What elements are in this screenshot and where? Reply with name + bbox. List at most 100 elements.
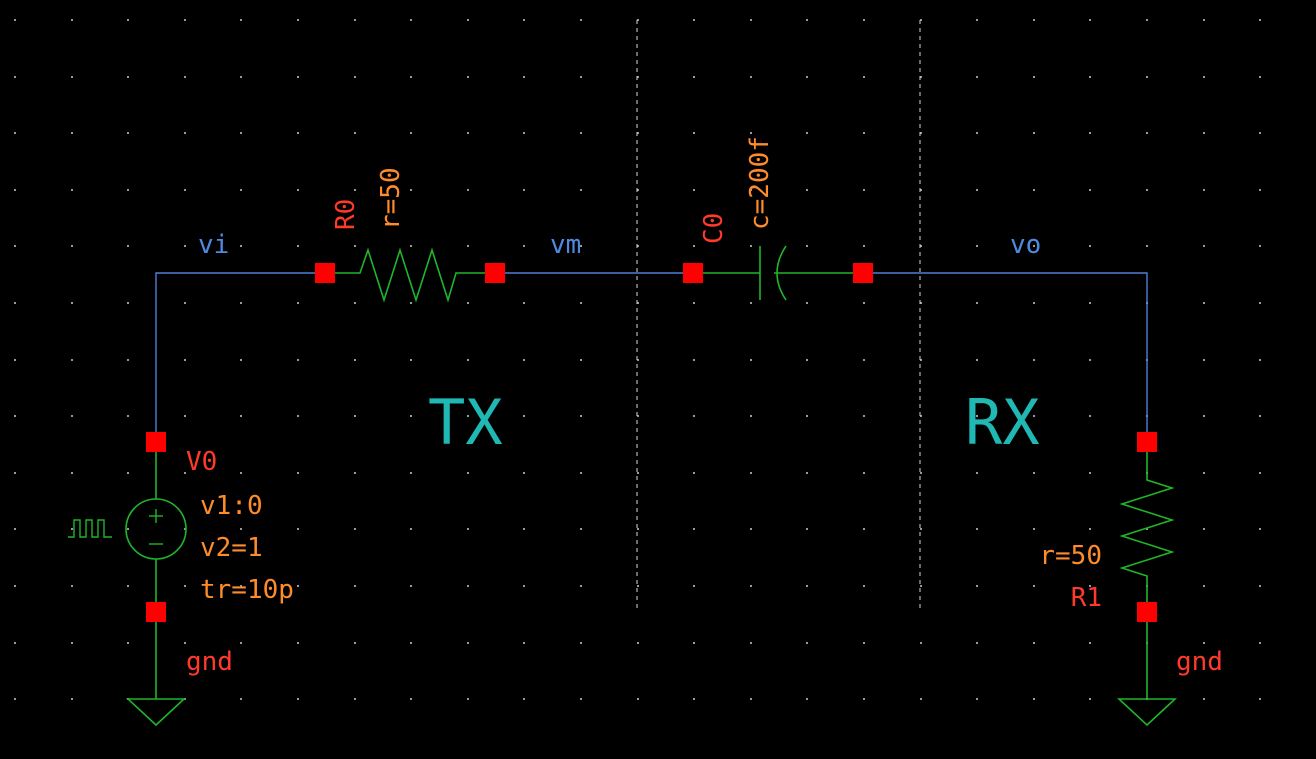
grid-dot	[71, 19, 73, 21]
resistor-r1[interactable]	[1119, 432, 1175, 622]
grid-dot	[920, 302, 922, 304]
grid-dot	[184, 642, 186, 644]
grid-dot	[863, 302, 865, 304]
grid-dot	[354, 359, 356, 361]
grid-dot	[297, 359, 299, 361]
grid-dot	[14, 642, 16, 644]
resistor-r0[interactable]	[315, 247, 505, 303]
pin-r0-minus[interactable]	[485, 263, 505, 283]
pin-v0-plus[interactable]	[146, 432, 166, 452]
grid-dot	[354, 245, 356, 247]
resistor-icon	[325, 247, 495, 303]
grid-dot	[523, 302, 525, 304]
grid-dot	[523, 245, 525, 247]
grid-dot	[863, 642, 865, 644]
grid-dot	[637, 76, 639, 78]
grid-dot	[1259, 415, 1261, 417]
ground-left[interactable]	[125, 622, 187, 727]
grid-dot	[467, 76, 469, 78]
grid-dot	[467, 415, 469, 417]
grid-dot	[240, 528, 242, 530]
grid-dot	[750, 302, 752, 304]
grid-dot	[1259, 698, 1261, 700]
grid-dot	[467, 528, 469, 530]
param-label-v0-v1: v1:0	[200, 491, 263, 521]
grid-dot	[863, 359, 865, 361]
grid-dot	[523, 642, 525, 644]
grid-dot	[580, 415, 582, 417]
grid-dot	[1033, 359, 1035, 361]
grid-dot	[467, 359, 469, 361]
grid-dot	[1089, 585, 1091, 587]
grid-dot	[184, 19, 186, 21]
grid-dot	[637, 245, 639, 247]
grid-dot	[693, 528, 695, 530]
grid-dot	[806, 642, 808, 644]
grid-dot	[184, 76, 186, 78]
grid-dot	[354, 76, 356, 78]
grid-dot	[410, 302, 412, 304]
wire-vo[interactable]	[863, 272, 1148, 442]
grid-dot	[127, 528, 129, 530]
grid-dot	[14, 245, 16, 247]
grid-dot	[127, 359, 129, 361]
vsource-v0[interactable]	[68, 432, 187, 622]
ground-icon	[1116, 698, 1178, 727]
grid-dot	[240, 76, 242, 78]
grid-dot	[976, 245, 978, 247]
grid-dot	[920, 189, 922, 191]
grid-dot	[127, 189, 129, 191]
instance-label-r0: R0	[331, 199, 361, 230]
grid-dot	[863, 528, 865, 530]
grid-dot	[750, 359, 752, 361]
grid-dot	[297, 302, 299, 304]
grid-dot	[523, 76, 525, 78]
wire-vi[interactable]	[155, 272, 325, 442]
grid-dot	[297, 132, 299, 134]
pin-r1-plus[interactable]	[1137, 432, 1157, 452]
grid-dot	[750, 189, 752, 191]
grid-dot	[127, 585, 129, 587]
grid-dot	[976, 472, 978, 474]
grid-dot	[410, 698, 412, 700]
pin-c0-minus[interactable]	[853, 263, 873, 283]
grid-dot	[523, 585, 525, 587]
capacitor-c0[interactable]	[683, 245, 873, 301]
grid-dot	[976, 585, 978, 587]
grid-dot	[71, 472, 73, 474]
grid-dot	[1259, 189, 1261, 191]
grid-dot	[297, 76, 299, 78]
pin-c0-plus[interactable]	[683, 263, 703, 283]
pin-r1-minus[interactable]	[1137, 602, 1157, 622]
grid-dot	[1089, 76, 1091, 78]
grid-dot	[976, 189, 978, 191]
pin-v0-minus[interactable]	[146, 602, 166, 622]
ground-right[interactable]	[1116, 622, 1178, 727]
grid-dot	[580, 698, 582, 700]
grid-dot	[14, 132, 16, 134]
grid-dot	[297, 698, 299, 700]
grid-dot	[976, 359, 978, 361]
grid-dot	[184, 302, 186, 304]
grid-dot	[863, 415, 865, 417]
grid-dot	[1089, 132, 1091, 134]
grid-dot	[806, 189, 808, 191]
grid-dot	[637, 642, 639, 644]
grid-dot	[297, 528, 299, 530]
grid-dot	[1146, 19, 1148, 21]
grid-dots	[14, 19, 1261, 700]
grid-dot	[1146, 245, 1148, 247]
pin-r0-plus[interactable]	[315, 263, 335, 283]
grid-dot	[806, 698, 808, 700]
grid-dot	[580, 76, 582, 78]
grid-dot	[1033, 19, 1035, 21]
grid-dot	[354, 302, 356, 304]
grid-dot	[1033, 302, 1035, 304]
grid-dot	[240, 189, 242, 191]
grid-dot	[14, 698, 16, 700]
grid-dot	[693, 415, 695, 417]
grid-dot	[240, 472, 242, 474]
grid-dot	[1259, 132, 1261, 134]
